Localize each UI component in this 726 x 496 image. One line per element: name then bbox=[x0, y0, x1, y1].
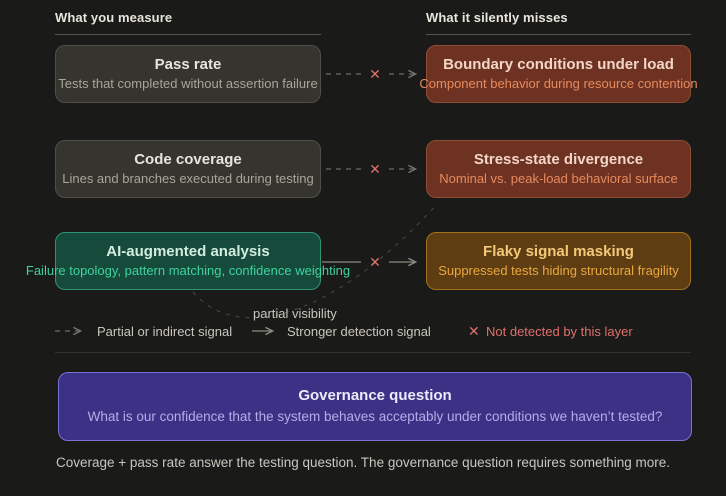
partial-visibility-label: partial visibility bbox=[253, 306, 337, 321]
box-title: Flaky signal masking bbox=[483, 243, 634, 261]
governance-title: Governance question bbox=[298, 387, 452, 405]
legend-dashed-label: Partial or indirect signal bbox=[97, 324, 233, 339]
box-pass-rate: Pass rate Tests that completed without a… bbox=[55, 45, 321, 103]
box-flaky-signal-masking: Flaky signal masking Suppressed tests hi… bbox=[426, 232, 691, 290]
box-subtitle: Component behavior during resource conte… bbox=[419, 75, 698, 91]
box-boundary-conditions: Boundary conditions under load Component… bbox=[419, 45, 698, 103]
x-icon: ✕ bbox=[369, 254, 381, 270]
box-ai-augmented-analysis: AI-augmented analysis Failure topology, … bbox=[26, 232, 350, 290]
x-icon: ✕ bbox=[369, 161, 381, 177]
box-subtitle: Nominal vs. peak-load behavioral surface bbox=[439, 170, 678, 186]
box-subtitle: Lines and branches executed during testi… bbox=[62, 170, 314, 186]
box-title: Boundary conditions under load bbox=[443, 56, 674, 74]
legend-divider bbox=[55, 352, 691, 353]
box-title: AI-augmented analysis bbox=[106, 243, 270, 261]
left-column-header: What you measure bbox=[55, 10, 321, 35]
legend-x-label: Not detected by this layer bbox=[486, 324, 633, 339]
box-title: Pass rate bbox=[154, 56, 222, 74]
box-title: Code coverage bbox=[134, 151, 242, 169]
governance-subtitle: What is our confidence that the system b… bbox=[87, 408, 663, 424]
box-title: Stress-state divergence bbox=[473, 151, 644, 169]
legend-solid-label: Stronger detection signal bbox=[287, 324, 431, 339]
box-code-coverage: Code coverage Lines and branches execute… bbox=[55, 140, 321, 198]
box-subtitle: Failure topology, pattern matching, conf… bbox=[25, 262, 351, 278]
box-subtitle: Suppressed tests hiding structural fragi… bbox=[438, 262, 679, 278]
box-subtitle: Tests that completed without assertion f… bbox=[58, 75, 318, 91]
governance-question-box: Governance question What is our confiden… bbox=[58, 372, 692, 441]
x-icon: ✕ bbox=[468, 323, 480, 339]
box-stress-state-divergence: Stress-state divergence Nominal vs. peak… bbox=[426, 140, 691, 198]
footer-caption: Coverage + pass rate answer the testing … bbox=[56, 455, 670, 470]
right-column-header: What it silently misses bbox=[426, 10, 691, 35]
x-icon: ✕ bbox=[369, 66, 381, 82]
